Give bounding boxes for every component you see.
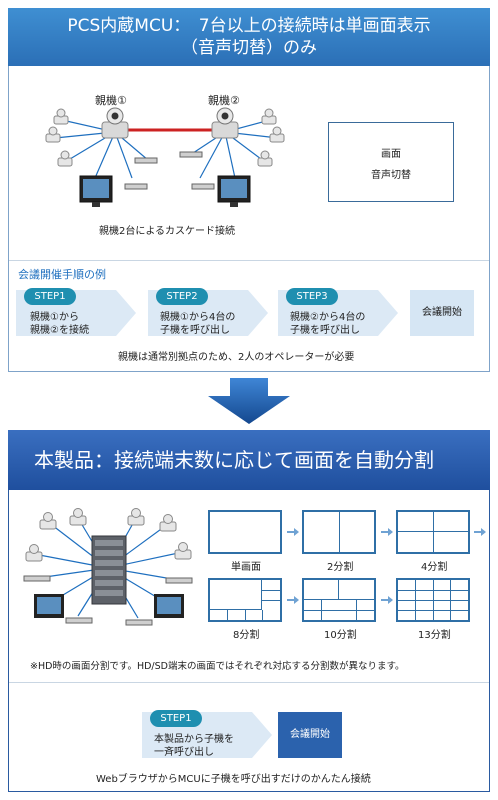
layout-8split-label: 8分割	[233, 630, 260, 641]
codec-icon	[124, 183, 148, 190]
section1-start-label: 会議開始	[422, 307, 462, 318]
monitor-icon	[154, 594, 184, 618]
monitor-icon	[217, 175, 251, 207]
right-arrow-icon	[287, 528, 299, 536]
camera-icon	[45, 126, 61, 143]
section1-separator	[9, 260, 489, 261]
mcu-server-icon	[91, 535, 127, 605]
section2-step-line1: 本製品から子機を	[154, 734, 234, 745]
section1-title-line1: PCS内蔵MCU： 7台以上の接続時は単画面表示	[67, 16, 431, 36]
camera-icon	[127, 508, 145, 526]
layout-single-label: 単画面	[231, 562, 261, 573]
camera-icon	[269, 126, 285, 143]
mcu-star-diagram	[23, 508, 193, 626]
camera-icon	[174, 542, 192, 560]
codec-icon	[125, 619, 153, 626]
section2-start-box: 会議開始	[278, 712, 342, 758]
parent2-camera-icon	[211, 107, 239, 139]
right-arrow-icon	[474, 528, 486, 536]
codec-icon	[134, 157, 158, 164]
layout-single	[208, 510, 282, 554]
camera-icon	[159, 514, 177, 532]
step1-badge: STEP1	[24, 288, 76, 305]
section2-step-line2: 一斉呼び出し	[154, 747, 214, 758]
step3-line1: 親機②から4台の	[290, 312, 366, 323]
section2-header: 本製品：接続端末数に応じて画面を自動分割	[8, 430, 490, 490]
cascade-diagram	[45, 107, 285, 207]
layout-8split	[208, 578, 282, 622]
camera-icon	[57, 150, 73, 167]
hd-note: ※HD時の画面分割です。HD/SD端末の画面ではそれぞれ対応する分割数が異なりま…	[30, 661, 405, 672]
codec-icon	[23, 575, 51, 582]
section1-header: PCS内蔵MCU： 7台以上の接続時は単画面表示 （音声切替）のみ	[8, 8, 490, 66]
parent2-label: 親機②	[208, 94, 240, 107]
operator-note: 親機は通常別拠点のため、2人のオペレーターが必要	[118, 352, 355, 363]
right-arrow-icon	[287, 596, 299, 604]
layout-13split	[396, 578, 470, 622]
step2-badge: STEP2	[156, 288, 208, 305]
section2-separator	[9, 682, 489, 683]
layout-13split-label: 13分割	[418, 630, 451, 641]
cascade-caption: 親機2台によるカスケード接続	[99, 226, 236, 237]
codec-icon	[65, 617, 93, 624]
section2-title: 本製品：接続端末数に応じて画面を自動分割	[34, 448, 434, 472]
section1-title-line2: （音声切替）のみ	[181, 38, 317, 58]
layout-4split	[396, 510, 470, 554]
camera-icon	[25, 544, 43, 562]
section2-step-badge: STEP1	[150, 710, 202, 727]
parent1-camera-icon	[101, 107, 129, 139]
layout-10split-label: 10分割	[324, 630, 357, 641]
procedure-heading: 会議開催手順の例	[18, 268, 106, 281]
screen-box-line1: 画面	[381, 149, 401, 160]
parent1-label: 親機①	[95, 94, 127, 107]
right-arrow-icon	[381, 528, 393, 536]
layout-2split	[302, 510, 376, 554]
down-arrow-icon	[208, 378, 290, 424]
section1-start-box: 会議開始	[410, 290, 474, 336]
right-arrow-icon	[381, 596, 393, 604]
step3-badge: STEP3	[286, 288, 338, 305]
layout-4split-label: 4分割	[421, 562, 448, 573]
monitor-icon	[79, 175, 113, 207]
camera-icon	[53, 108, 69, 125]
camera-icon	[261, 108, 277, 125]
step1-line1: 親機①から	[30, 312, 79, 323]
step3-line2: 子機を呼び出し	[290, 325, 360, 336]
footer-note: WebブラウザからMCUに子機を呼び出すだけのかんたん接続	[96, 774, 371, 785]
step1-line2: 親機②を接続	[30, 325, 89, 336]
camera-icon	[39, 512, 57, 530]
step2-line2: 子機を呼び出し	[160, 325, 230, 336]
codec-icon	[165, 577, 193, 584]
layout-2split-label: 2分割	[327, 562, 354, 573]
single-screen-box: 画面 音声切替	[328, 122, 454, 202]
step2-line1: 親機①から4台の	[160, 312, 236, 323]
layout-10split	[302, 578, 376, 622]
monitor-icon	[34, 594, 64, 618]
codec-icon	[179, 151, 203, 158]
screen-box-line2: 音声切替	[371, 170, 411, 181]
camera-icon	[257, 150, 273, 167]
camera-icon	[69, 508, 87, 526]
codec-icon	[191, 183, 215, 190]
section2-start-label: 会議開始	[290, 729, 330, 740]
